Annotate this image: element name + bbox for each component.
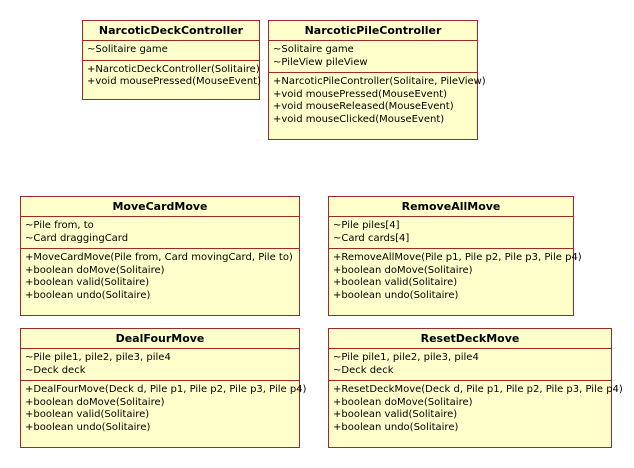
operation: +boolean doMove(Solitaire) (25, 264, 165, 276)
class-name: NarcoticPileController (269, 21, 477, 41)
class-box-remove-all-move[interactable]: RemoveAllMove ~Pile piles[4] ~Card cards… (328, 196, 582, 316)
operations-section: +ResetDeckMove(Deck d, Pile p1, Pile p2,… (329, 381, 623, 437)
operations-section: +NarcoticPileController(Solitaire, PileV… (269, 73, 486, 129)
attributes-section: ~Solitaire game ~PileView pileView (269, 41, 477, 73)
operation: +NarcoticDeckController(Solitaire) (87, 63, 260, 75)
operations-section: +NarcoticDeckController(Solitaire) +void… (83, 61, 261, 92)
class-box-narcotic-deck-controller[interactable]: NarcoticDeckController ~Solitaire game +… (82, 20, 261, 100)
attribute: ~Deck deck (25, 364, 86, 376)
operation: +NarcoticPileController(Solitaire, PileV… (273, 76, 486, 87)
operation: +DealFourMove(Deck d, Pile p1, Pile p2, … (25, 384, 307, 395)
operation: +MoveCardMove(Pile from, Card movingCard… (25, 252, 293, 263)
class-name: ResetDeckMove (329, 329, 611, 349)
operations-section: +RemoveAllMove(Pile p1, Pile p2, Pile p3… (329, 249, 582, 305)
operation: +void mouseClicked(MouseEvent) (273, 113, 445, 125)
attribute: ~Solitaire game (273, 44, 354, 55)
operation: +void mouseReleased(MouseEvent) (273, 101, 454, 112)
class-name: NarcoticDeckController (83, 21, 259, 41)
operation: +boolean doMove(Solitaire) (333, 264, 473, 276)
attributes-section: ~Pile pile1, pile2, pile3, pile4 ~Deck d… (21, 349, 299, 381)
operations-section: +MoveCardMove(Pile from, Card movingCard… (21, 249, 299, 305)
operation: +RemoveAllMove(Pile p1, Pile p2, Pile p3… (333, 252, 582, 263)
operation: +void mousePressed(MouseEvent) (273, 88, 447, 100)
operation: +boolean undo(Solitaire) (333, 289, 459, 301)
attributes-section: ~Pile from, to ~Card draggingCard (21, 217, 299, 249)
operation: +boolean doMove(Solitaire) (25, 396, 165, 408)
attributes-section: ~Solitaire game (83, 41, 259, 61)
attribute: ~Deck deck (333, 364, 394, 376)
class-name: RemoveAllMove (329, 197, 573, 217)
attribute: ~Pile pile1, pile2, pile3, pile4 (25, 352, 171, 363)
operation: +boolean valid(Solitaire) (333, 277, 458, 288)
operation: +boolean doMove(Solitaire) (333, 396, 473, 408)
operation: +boolean undo(Solitaire) (333, 421, 459, 433)
operation: +boolean valid(Solitaire) (25, 277, 150, 288)
class-box-deal-four-move[interactable]: DealFourMove ~Pile pile1, pile2, pile3, … (20, 328, 307, 448)
attribute: ~PileView pileView (273, 56, 368, 68)
class-name: MoveCardMove (21, 197, 299, 217)
class-box-narcotic-pile-controller[interactable]: NarcoticPileController ~Solitaire game ~… (268, 20, 486, 140)
operation: +boolean valid(Solitaire) (25, 409, 150, 420)
operation: +boolean undo(Solitaire) (25, 289, 151, 301)
attribute: ~Card cards[4] (333, 232, 410, 244)
attributes-section: ~Pile pile1, pile2, pile3, pile4 ~Deck d… (329, 349, 611, 381)
class-name: DealFourMove (21, 329, 299, 349)
attribute: ~Pile from, to (25, 220, 94, 231)
attribute: ~Pile pile1, pile2, pile3, pile4 (333, 352, 479, 363)
attribute: ~Solitaire game (87, 44, 168, 55)
operation: +boolean valid(Solitaire) (333, 409, 458, 420)
operations-section: +DealFourMove(Deck d, Pile p1, Pile p2, … (21, 381, 307, 437)
operation: +void mousePressed(MouseEvent) (87, 76, 261, 87)
attribute: ~Card draggingCard (25, 232, 129, 244)
attributes-section: ~Pile piles[4] ~Card cards[4] (329, 217, 573, 249)
class-box-reset-deck-move[interactable]: ResetDeckMove ~Pile pile1, pile2, pile3,… (328, 328, 623, 448)
operation: +boolean undo(Solitaire) (25, 421, 151, 433)
attribute: ~Pile piles[4] (333, 220, 400, 231)
operation: +ResetDeckMove(Deck d, Pile p1, Pile p2,… (333, 384, 623, 395)
class-box-move-card-move[interactable]: MoveCardMove ~Pile from, to ~Card draggi… (20, 196, 300, 316)
